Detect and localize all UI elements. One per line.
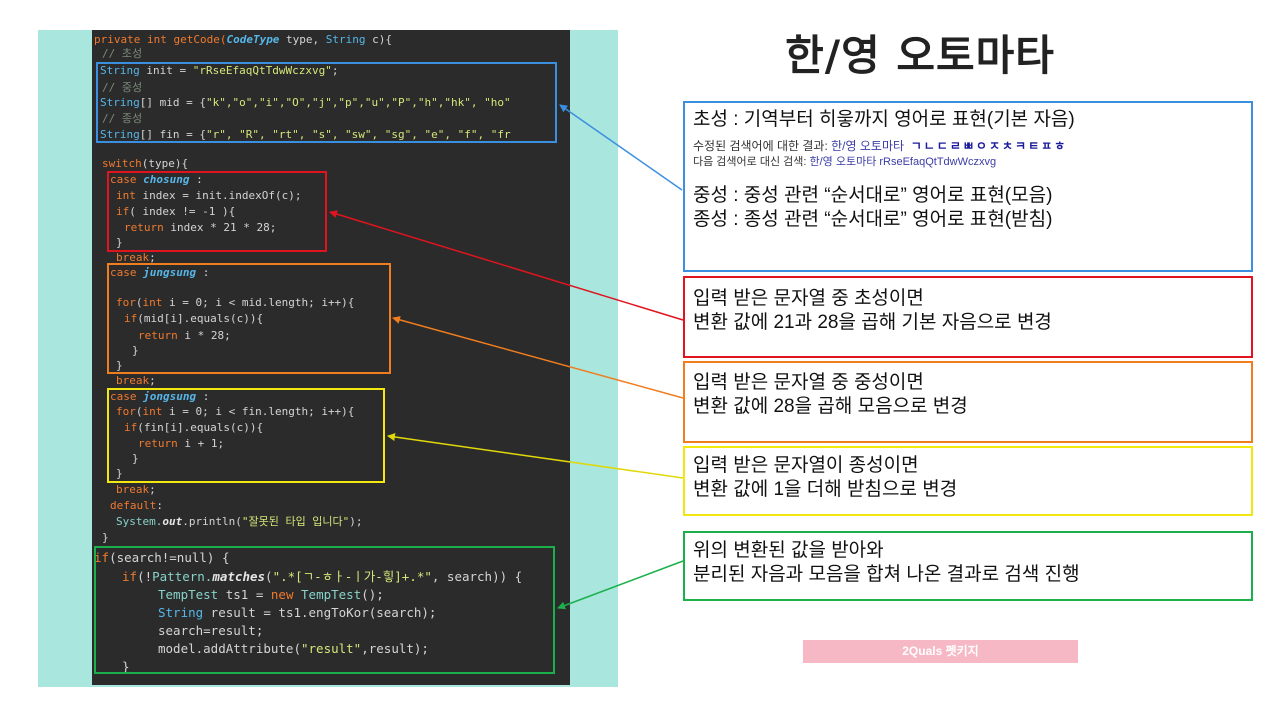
code-line: System.out.println("잘못된 타입 입니다"); [116, 515, 363, 528]
code-line: String[] mid = {"k","o","i","O","j","p",… [100, 96, 511, 109]
code-line: String result = ts1.engToKor(search); [158, 605, 437, 620]
search-correction: 수정된 검색어에 대한 결과: 한/영 오토마타 ㄱㄴㄷㄹㅃㅇㅈㅊㅋㅌㅍㅎ [693, 139, 1068, 153]
code-line: if(!Pattern.matches(".*[ㄱ-ㅎㅏ-ㅣ가-힣]+.*", … [122, 569, 523, 584]
code-line: private int getCode(CodeType type, Strin… [94, 33, 393, 46]
highlight-box-search [94, 546, 555, 674]
search-alternative: 다음 검색어로 대신 검색: 한/영 오토마타 rRseEfaqQtTdwWcz… [693, 156, 997, 168]
code-line: } [122, 659, 130, 674]
highlight-box-jongsung [107, 388, 385, 483]
code-line: for(int i = 0; i < fin.length; i++){ [116, 405, 355, 418]
search-alternative-link[interactable]: 한/영 오토마타 rRseEfaqQtTdwWczxvg [809, 156, 997, 168]
note-box-jungsung: 입력 받은 문자열 중 중성이면 변환 값에 28을 곱해 모음으로 변경 [683, 361, 1253, 443]
note-box-jongsung: 입력 받은 문자열이 종성이면 변환 값에 1을 더해 받침으로 변경 [683, 446, 1253, 516]
arrow-chosung [329, 210, 684, 321]
code-line: for(int i = 0; i < mid.length; i++){ [116, 296, 355, 309]
code-line: } [116, 359, 123, 372]
arrow-jongsung [387, 433, 684, 479]
page-title: 한/영 오토마타 [785, 31, 1055, 80]
code-line: break; [116, 483, 156, 496]
code-line: return i + 1; [138, 437, 225, 450]
code-line: TempTest ts1 = new TempTest(); [158, 587, 384, 602]
code-line: break; [116, 251, 156, 264]
code-line: if(fin[i].equals(c)){ [124, 421, 264, 434]
code-line: switch(type){ [102, 157, 189, 170]
code-line: model.addAttribute("result",result); [158, 641, 429, 656]
search-correction-link[interactable]: 한/영 오토마타 [831, 139, 905, 153]
note-text: 초성 : 기역부터 히읗까지 영어로 표현(기본 자음) [693, 109, 1075, 130]
note-text: 분리된 자음과 모음을 합쳐 나온 결과로 검색 진행 [693, 564, 1080, 585]
code-comment: // 종성 [102, 112, 143, 125]
code-line: break; [116, 374, 156, 387]
code-line: case chosung : [110, 173, 203, 186]
note-box-search: 위의 변환된 값을 받아와 분리된 자음과 모음을 합쳐 나온 결과로 검색 진… [683, 531, 1253, 601]
note-text: 위의 변환된 값을 받아와 [693, 540, 884, 561]
code-line: if(mid[i].equals(c)){ [124, 312, 264, 325]
highlight-box-chosung [107, 171, 327, 252]
code-line: } [132, 344, 139, 357]
brand-badge: 2Quals 펫키지 [803, 640, 1078, 663]
arrow-jungsung [392, 316, 684, 399]
code-line: case jungsung : [110, 266, 210, 279]
note-text: 입력 받은 문자열 중 중성이면 [693, 372, 924, 393]
code-line: return index * 21 * 28; [124, 221, 277, 234]
code-line: default: [110, 499, 163, 512]
jamo-sequence: ㄱㄴㄷㄹㅃㅇㅈㅊㅋㅌㅍㅎ [910, 139, 1068, 153]
code-line: int index = init.indexOf(c); [116, 189, 302, 202]
code-screenshot: private int getCode(CodeType type, Strin… [92, 30, 570, 685]
note-text: 입력 받은 문자열 중 초성이면 [693, 288, 924, 309]
code-line: return i * 28; [138, 329, 231, 342]
note-text: 변환 값에 1을 더해 받침으로 변경 [693, 479, 958, 500]
highlight-box-init [96, 62, 557, 143]
note-text: 중성 : 중성 관련 “순서대로” 영어로 표현(모음) [693, 185, 1053, 206]
note-text: 입력 받은 문자열이 종성이면 [693, 455, 919, 476]
code-line: if( index != -1 ){ [116, 205, 236, 218]
code-line: } [116, 467, 123, 480]
note-box-initial: 초성 : 기역부터 히읗까지 영어로 표현(기본 자음) 수정된 검색어에 대한… [683, 101, 1253, 272]
code-line: search=result; [158, 623, 264, 638]
code-line: } [116, 236, 123, 249]
code-comment: // 초성 [102, 47, 143, 60]
note-text: 변환 값에 28을 곱해 모음으로 변경 [693, 396, 968, 417]
code-line: if(search!=null) { [94, 550, 230, 565]
code-comment: // 중성 [102, 81, 143, 94]
code-line: } [102, 531, 109, 544]
highlight-box-jungsung [107, 263, 391, 374]
note-text: 종성 : 종성 관련 “순서대로” 영어로 표현(받침) [693, 209, 1053, 230]
note-box-chosung: 입력 받은 문자열 중 초성이면 변환 값에 21과 28을 곱해 기본 자음으… [683, 276, 1253, 358]
code-line: } [132, 452, 139, 465]
arrow-search [557, 560, 684, 610]
note-text: 변환 값에 21과 28을 곱해 기본 자음으로 변경 [693, 312, 1052, 333]
code-line: String init = "rRseEfaqQtTdwWczxvg"; [100, 64, 339, 77]
code-line: case jongsung : [110, 390, 210, 403]
arrow-init [559, 104, 683, 191]
code-line: String[] fin = {"r", "R", "rt", "s", "sw… [100, 128, 511, 141]
